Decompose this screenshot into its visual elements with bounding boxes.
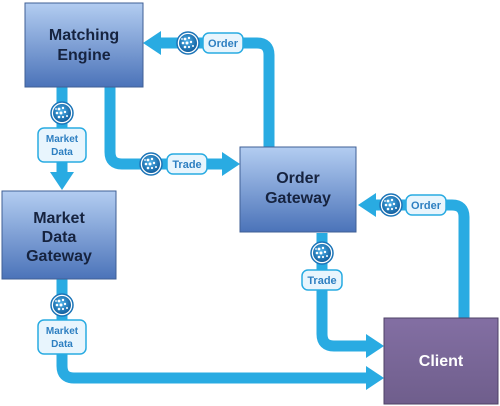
node-client: Client: [383, 317, 499, 405]
node-order-gateway-line1: Order: [276, 170, 320, 187]
node-market-data-gateway-line1: Market: [33, 210, 85, 227]
label-market-data-bottom-line2: Data: [51, 339, 73, 350]
node-market-data-gateway-line2: Data: [42, 229, 77, 246]
message-sphere-icon: [50, 293, 74, 317]
arrowheads: [50, 31, 384, 390]
label-order-from-client: Order: [379, 193, 447, 217]
arrow-trade-to-order-gateway: [104, 87, 224, 170]
arrowhead-client-trade: [366, 334, 384, 358]
node-matching-engine-line2: Engine: [57, 47, 110, 64]
label-trade-to-gateway-text: Trade: [172, 159, 201, 171]
arrowhead-order-gateway-order: [358, 193, 376, 217]
node-market-data-gateway-line3: Gateway: [26, 248, 92, 265]
label-market-data-top-line2: Data: [51, 147, 73, 158]
label-order-from-client-text: Order: [411, 200, 442, 212]
label-trade-to-client: Trade: [301, 241, 343, 291]
label-order-to-engine-text: Order: [208, 38, 239, 50]
node-client-label: Client: [419, 353, 464, 370]
node-market-data-gateway: Market Data Gateway: [1, 190, 117, 280]
label-market-data-bottom: Market Data: [37, 293, 87, 355]
node-order-gateway: Order Gateway: [239, 146, 357, 233]
label-trade-to-client-text: Trade: [307, 275, 336, 287]
arrowhead-client-market-data: [366, 366, 384, 390]
label-market-data-top: Market Data: [37, 101, 87, 163]
label-market-data-top-line1: Market: [46, 134, 79, 145]
arrowhead-order-gateway-trade: [222, 152, 240, 176]
arrow-trade-to-client: [316, 233, 368, 352]
arrow-market-data-to-client: [56, 279, 368, 384]
message-sphere-icon: [50, 101, 74, 125]
node-matching-engine-line1: Matching: [49, 27, 119, 44]
message-sphere-icon: [176, 31, 200, 55]
arrow-order-to-matching-engine: [158, 37, 275, 147]
message-sphere-icon: [310, 241, 334, 265]
message-sphere-icon: [139, 152, 163, 176]
label-order-to-engine: Order: [176, 31, 244, 55]
node-order-gateway-line2: Gateway: [265, 190, 331, 207]
arrowhead-matching-engine: [143, 31, 161, 55]
node-matching-engine: Matching Engine: [24, 2, 144, 88]
arrow-order-from-client: [375, 199, 470, 318]
arrowhead-market-data-gateway: [50, 172, 74, 190]
message-sphere-icon: [379, 193, 403, 217]
label-trade-to-gateway: Trade: [139, 152, 208, 176]
label-market-data-bottom-line1: Market: [46, 326, 79, 337]
